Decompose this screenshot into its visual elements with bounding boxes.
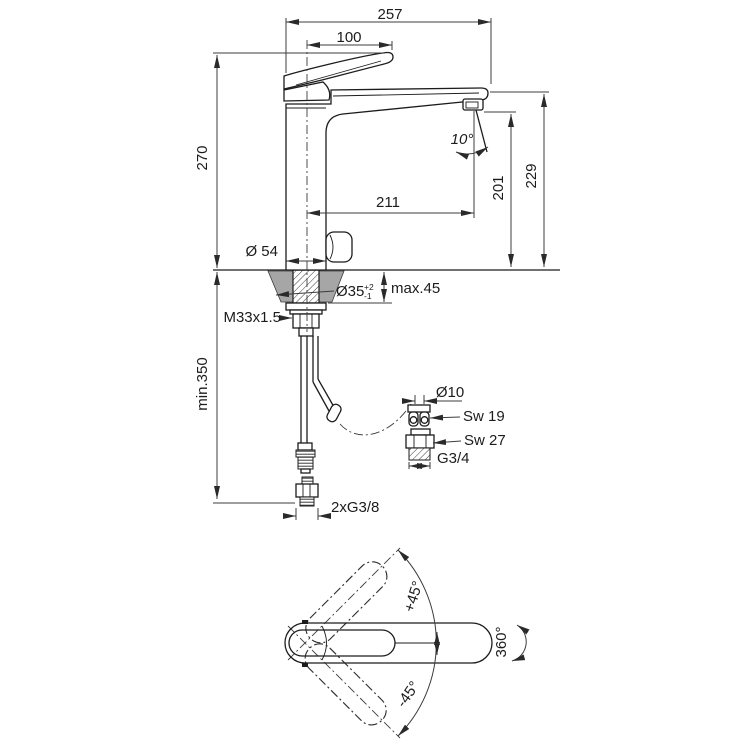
dim-total-reach: 257 xyxy=(377,6,402,23)
hose-end-detail xyxy=(407,404,431,427)
dim-outlet-height: 201 xyxy=(490,175,507,200)
handle-ghost-plus45 xyxy=(305,561,388,644)
dim-shank-thread: M33x1.5 xyxy=(223,309,281,326)
dim-handle-length: 100 xyxy=(336,29,361,46)
base-washer xyxy=(285,302,327,311)
leader-sw27 xyxy=(432,439,462,446)
dim-height-above-deck: 270 xyxy=(194,145,211,170)
handle-ghost-minus45 xyxy=(304,643,387,726)
leader-hole-diameter xyxy=(275,290,335,298)
dim-spray-angle: 10° xyxy=(451,131,474,148)
threaded-shank xyxy=(292,269,320,304)
supply-fitting-g38 xyxy=(295,476,319,507)
dim-spout-reach: 211 xyxy=(376,194,400,211)
spout-outlet xyxy=(462,98,484,111)
hose-connector xyxy=(295,442,316,474)
lever-handle xyxy=(283,51,394,90)
dim-hole-tol-lower: -1 xyxy=(364,291,372,301)
dim-base-diameter: Ø 54 xyxy=(245,243,278,260)
hose-reference-curve xyxy=(339,403,412,436)
side-knob xyxy=(325,231,353,263)
dim-arc-10deg xyxy=(455,146,489,160)
mounting-hardware xyxy=(285,302,327,337)
dim-hole-diameter: Ø35 xyxy=(336,283,364,300)
dim-hose-end-diameter: Ø10 xyxy=(436,384,464,401)
mounting-nut xyxy=(292,313,320,329)
swivel-arrow xyxy=(511,624,530,662)
adapter-detail xyxy=(405,428,435,461)
dim-wrench-size-hose: Sw 19 xyxy=(463,408,505,425)
dim-spout-top-height: 229 xyxy=(523,163,540,188)
dim-hole-tol-upper: +2 xyxy=(364,282,374,292)
dim-wrench-size-adapter: Sw 27 xyxy=(464,432,506,449)
dim-handle-swing-down: -45° xyxy=(393,678,423,710)
dim-max-deck-thickness: max.45 xyxy=(391,280,440,297)
faucet-top-view: +45° -45° 360° xyxy=(284,547,530,739)
dimension-annotations: 257 100 270 211 201 229 10° Ø 54 Ø35 +2 … xyxy=(194,6,549,520)
leader-sw19 xyxy=(429,414,461,421)
hose-end-cap xyxy=(326,403,342,423)
dim-supply-thread: 2xG3/8 xyxy=(331,499,379,516)
faucet-body-spout xyxy=(285,87,489,271)
dim-min-clearance: min.350 xyxy=(194,357,211,410)
supply-hoses xyxy=(295,336,412,507)
handle-top-outline xyxy=(284,622,493,664)
dim-adapter-thread: G3/4 xyxy=(437,450,470,467)
dim-handle-swing-up: +45° xyxy=(401,579,427,614)
faucet-side-view xyxy=(283,51,489,271)
dim-spout-swivel: 360° xyxy=(493,626,510,657)
